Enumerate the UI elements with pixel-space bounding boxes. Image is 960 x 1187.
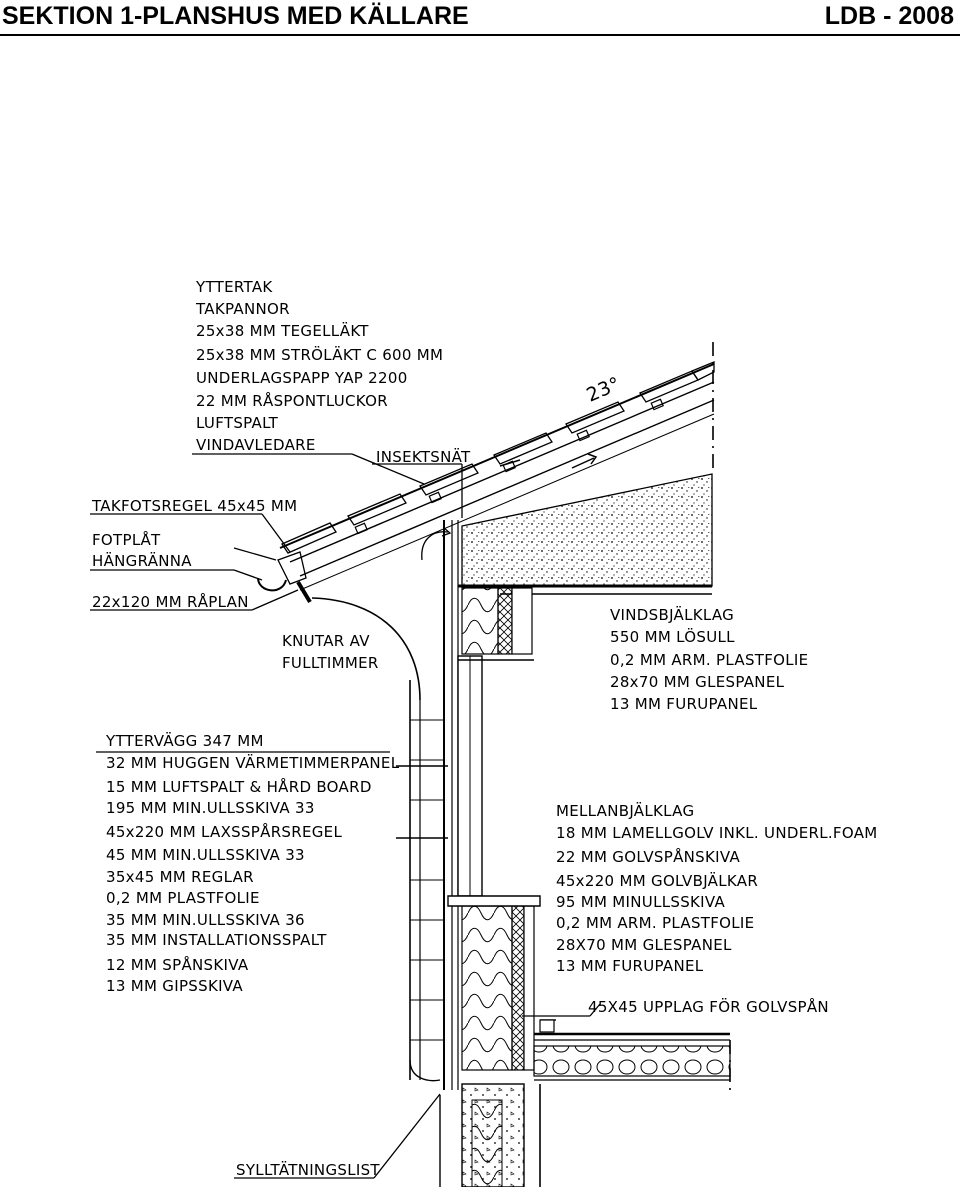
wall-label: 45 MM MIN.ULLSSKIVA 33 [106, 846, 305, 864]
wall-label: 45x220 MM LAXSSPÅRSREGEL [106, 822, 342, 841]
leader-lines [90, 453, 601, 1179]
floor-label: 22 MM GOLVSPÅNSKIVA [556, 847, 740, 866]
soffit-label: 22x120 MM RÅPLAN [92, 592, 249, 611]
document-code: LDB - 2008 [824, 2, 954, 30]
roof-tiles [281, 361, 715, 554]
floor-label: 45x220 MM GOLVBJÄLKAR [556, 871, 758, 890]
intermediate-floor-labels: MELLANBJÄLKLAG 18 MM LAMELLGOLV INKL. UN… [556, 801, 878, 975]
header: SEKTION 1-PLANSHUS MED KÄLLARE LDB - 200… [0, 0, 960, 36]
support-label: 45X45 UPPLAG FÖR GOLVSPÅN [588, 997, 829, 1016]
eave-labels: INSEKTSNÄT TAKFOTSREGEL 45x45 MM FOTPLÅT… [91, 447, 471, 672]
wall-label: 15 MM LUFTSPALT & HÅRD BOARD [106, 777, 372, 796]
page-title: SEKTION 1-PLANSHUS MED KÄLLARE [2, 2, 469, 30]
sill-seal-label: SYLLTÄTNINGSLIST [236, 1160, 380, 1179]
roof-label: VINDAVLEDARE [196, 436, 316, 454]
gutter [257, 577, 287, 592]
fascia-joist-label: TAKFOTSREGEL 45x45 MM [91, 497, 297, 515]
attic-insulation [458, 473, 713, 595]
floor-label: MELLANBJÄLKLAG [556, 801, 694, 820]
roof-label: 25x38 MM TEGELLÄKT [196, 321, 369, 340]
attic-floor-labels: VINDSBJÄLKLAG 550 MM LÖSULL 0,2 MM ARM. … [610, 605, 808, 713]
insect-net-label: INSEKTSNÄT [376, 447, 471, 466]
wall-label: 195 MM MIN.ULLSSKIVA 33 [106, 799, 315, 817]
wall-label: 12 MM SPÅNSKIVA [106, 955, 249, 974]
roof-label: UNDERLAGSPAPP YAP 2200 [196, 369, 408, 387]
gutter-label: HÄNGRÄNNA [92, 551, 192, 570]
roof-label: YTTERTAK [195, 278, 273, 296]
roof-layer-labels: YTTERTAK TAKPANNOR 25x38 MM TEGELLÄKT 25… [195, 278, 443, 454]
floor-label: 13 MM FURUPANEL [556, 957, 704, 975]
wall-label: 0,2 MM PLASTFOLIE [106, 889, 260, 907]
log-corner [311, 597, 448, 1082]
wall-label: 13 MM GIPSSKIVA [106, 977, 243, 995]
floor-label: 0,2 MM ARM. PLASTFOLIE [556, 914, 754, 932]
attic-floor-label: 13 MM FURUPANEL [610, 695, 758, 713]
exterior-wall [443, 520, 541, 1090]
roof-label: LUFTSPALT [196, 414, 279, 432]
floor-label: 28X70 MM GLESPANEL [556, 936, 732, 954]
attic-floor-label: 28x70 MM GLESPANEL [610, 673, 785, 691]
wall-label: 35x45 MM REGLAR [106, 868, 254, 886]
header-divider [0, 34, 960, 36]
wall-label: 35 MM MIN.ULLSSKIVA 36 [106, 911, 305, 929]
wall-label: 32 MM HUGGEN VÄRMETIMMERPANEL [106, 753, 400, 772]
flashing-label: FOTPLÅT [92, 530, 161, 549]
roof-label: 22 MM RÅSPONTLUCKOR [196, 391, 388, 410]
floor-label: 18 MM LAMELLGOLV INKL. UNDERL.FOAM [556, 824, 878, 842]
roof-assembly [257, 342, 715, 604]
intermediate-floor [533, 1019, 731, 1096]
basement-wall [439, 1083, 541, 1187]
roof-label: 25x38 MM STRÖLÄKT C 600 MM [196, 345, 443, 364]
wall-label: 35 MM INSTALLATIONSSPALT [106, 931, 327, 949]
wall-label: YTTERVÄGG 347 MM [105, 731, 264, 750]
attic-floor-label: 0,2 MM ARM. PLASTFOLIE [610, 651, 808, 669]
floor-label: 95 MM MINULLSSKIVA [556, 893, 725, 911]
log-corner-label: KNUTAR AV [282, 632, 370, 650]
attic-floor-label: 550 MM LÖSULL [610, 627, 735, 646]
roof-label: TAKPANNOR [195, 300, 290, 318]
attic-floor-label: VINDSBJÄLKLAG [610, 605, 734, 624]
log-corner-label: FULLTIMMER [282, 654, 379, 672]
roof-battens [354, 398, 664, 535]
exterior-wall-labels: YTTERVÄGG 347 MM 32 MM HUGGEN VÄRMETIMME… [105, 731, 400, 995]
